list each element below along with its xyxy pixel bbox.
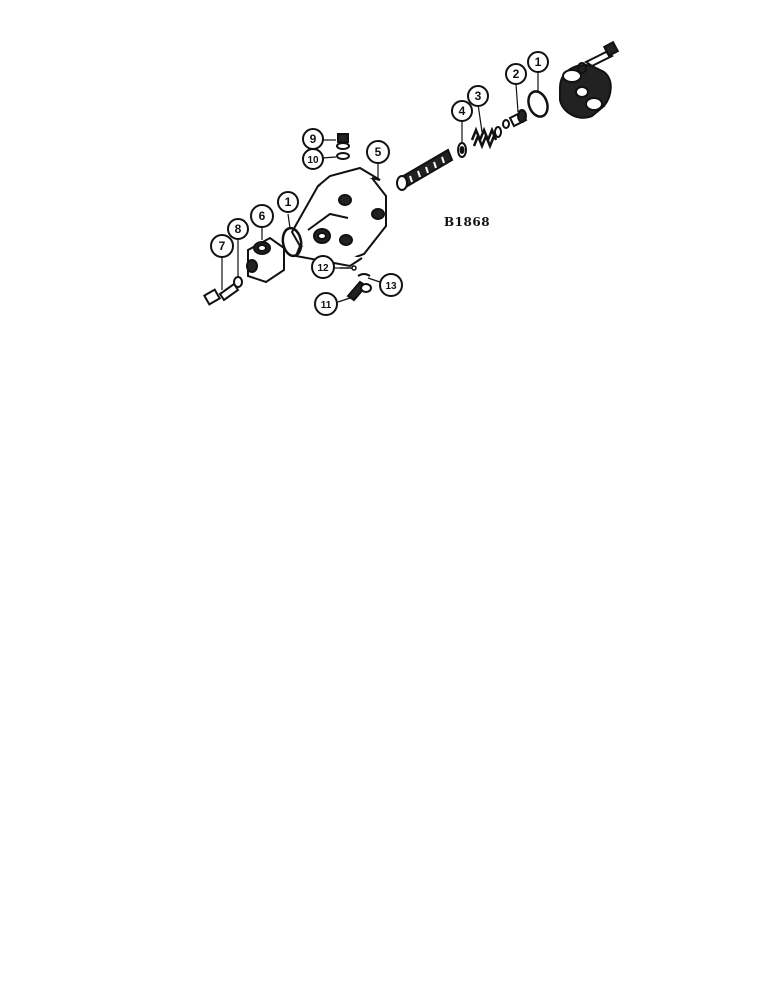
plug-part bbox=[502, 109, 528, 129]
callout-8 bbox=[227, 218, 249, 240]
label-12: 12 bbox=[317, 263, 329, 274]
right-end-cover bbox=[559, 64, 612, 119]
callout-10 bbox=[302, 148, 324, 170]
pin-part bbox=[340, 265, 357, 271]
callout-6 bbox=[250, 204, 274, 228]
end-cover-bolt bbox=[584, 40, 620, 68]
label-5: 5 bbox=[375, 145, 382, 159]
o-ring-left bbox=[281, 226, 303, 258]
label-10: 10 bbox=[307, 155, 319, 166]
label-13: 13 bbox=[385, 281, 397, 292]
callout-1-left bbox=[277, 191, 299, 213]
label-4: 4 bbox=[459, 104, 466, 118]
label-2: 2 bbox=[513, 67, 520, 81]
label-8: 8 bbox=[235, 222, 242, 236]
valve-body bbox=[290, 166, 387, 268]
label-3: 3 bbox=[475, 89, 482, 103]
callout-labels: 1 2 3 4 5 6 7 8 9 10 11 12 13 1 bbox=[219, 55, 542, 311]
leader-lines bbox=[221, 70, 539, 303]
o-ring-right bbox=[527, 90, 549, 118]
lever-part bbox=[346, 280, 372, 302]
label-11: 11 bbox=[321, 300, 332, 311]
retainer-part bbox=[457, 142, 467, 158]
callout-5 bbox=[366, 140, 390, 164]
callout-7 bbox=[210, 234, 234, 258]
label-1-left: 1 bbox=[285, 195, 292, 209]
callouts bbox=[210, 51, 549, 316]
bolt-washer-left bbox=[233, 276, 243, 288]
fitting-part bbox=[336, 133, 350, 150]
valve-spool bbox=[396, 148, 454, 191]
cover-bolt-left bbox=[202, 282, 240, 306]
callout-12 bbox=[311, 255, 335, 279]
figure-code: B1868 bbox=[444, 215, 490, 229]
label-6: 6 bbox=[259, 209, 266, 223]
label-1-right: 1 bbox=[535, 55, 542, 69]
callout-4 bbox=[451, 100, 473, 122]
spring-part bbox=[470, 126, 498, 150]
left-end-cover bbox=[246, 236, 285, 284]
fitting-washer bbox=[336, 152, 350, 160]
label-7: 7 bbox=[219, 239, 226, 253]
callout-11 bbox=[314, 292, 338, 316]
seal-part bbox=[357, 273, 371, 277]
callout-13 bbox=[379, 273, 403, 297]
callout-2 bbox=[505, 63, 527, 85]
label-9: 9 bbox=[310, 132, 317, 146]
callout-1-right bbox=[527, 51, 549, 73]
bolt-washer-right bbox=[577, 62, 587, 74]
washer-small bbox=[494, 126, 502, 138]
callout-3 bbox=[467, 85, 489, 107]
